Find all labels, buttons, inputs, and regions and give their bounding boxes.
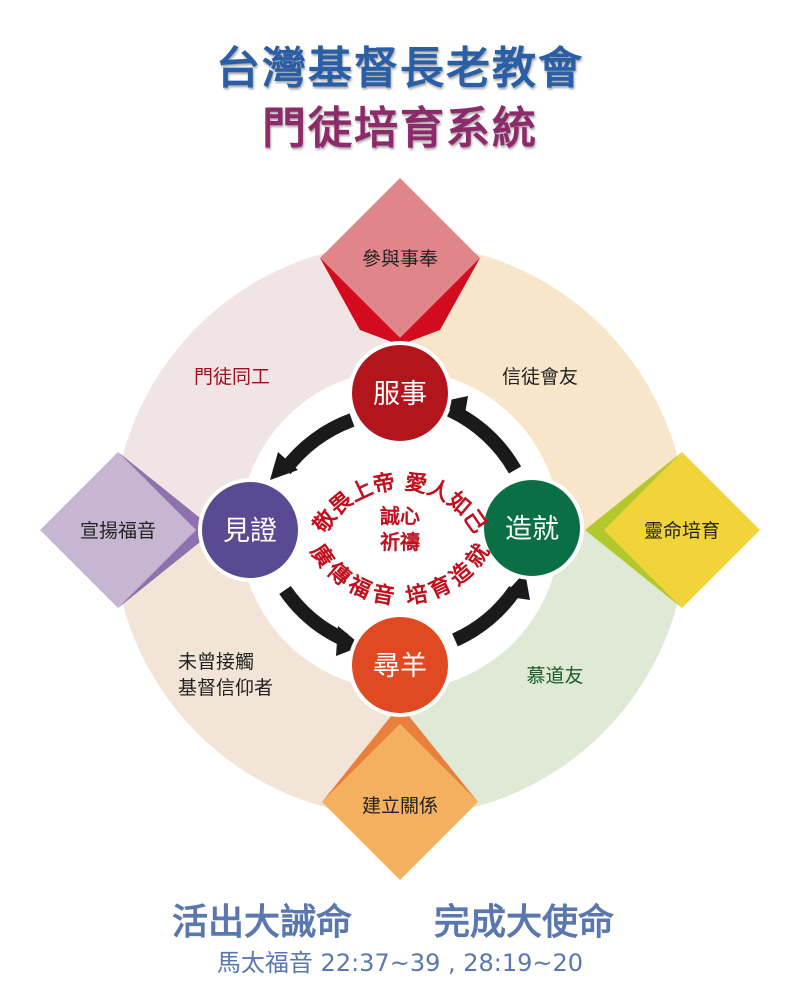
arrow-head-icon: [270, 452, 298, 480]
diamond-label-relationship: 建立關係: [362, 795, 438, 817]
title-church: 台灣基督長老教會: [216, 43, 584, 94]
core-text-1: 誠心: [380, 504, 420, 528]
bible-verse: 馬太福音 22:37~39 , 28:19~20: [216, 949, 584, 977]
node-circles: [198, 341, 584, 717]
quadrant-members: 信徒會友: [502, 366, 578, 388]
diamond-left: [40, 452, 215, 608]
quadrant-unreached-2: 基督信仰者: [178, 677, 273, 699]
diamond-label-serve: 參與事奉: [362, 248, 438, 270]
node-seek: 尋羊: [373, 651, 427, 682]
quadrant-disciple-coworkers: 門徒同工: [194, 366, 270, 388]
inner-ring: [240, 370, 560, 690]
slogan-great-commandment: 活出大誡命: [172, 902, 353, 943]
diamond-top: [320, 178, 480, 345]
node-witness: 見證: [223, 516, 277, 547]
diamond-label-evangelize: 宣揚福音: [80, 520, 156, 542]
diamond-label-spiritual: 靈命培育: [644, 520, 720, 542]
node-edify: 造就: [505, 514, 559, 545]
node-serve: 服事: [373, 379, 427, 410]
slogan-great-commission: 完成大使命: [434, 902, 615, 943]
diamond-bottom: [322, 705, 478, 880]
core-text-2: 祈禱: [380, 530, 420, 554]
diamond-right: [585, 452, 760, 608]
quadrant-seekers: 慕道友: [526, 665, 583, 687]
quadrant-unreached-1: 未曾接觸: [178, 651, 254, 673]
title-system: 門徒培育系統: [262, 103, 538, 154]
